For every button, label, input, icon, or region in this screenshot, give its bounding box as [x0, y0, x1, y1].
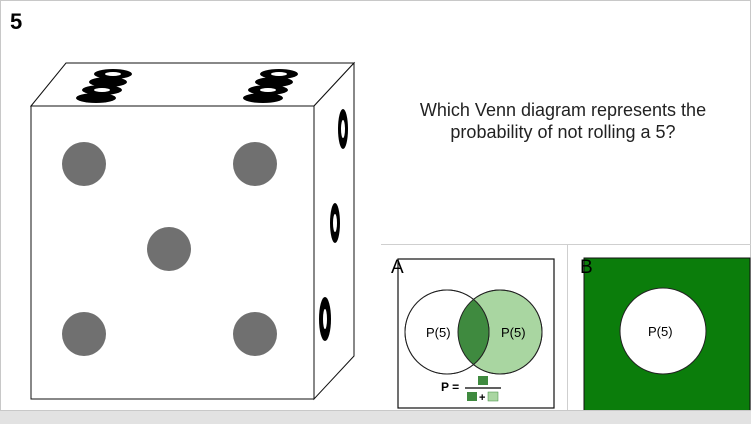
slide-number: 5 [10, 9, 23, 34]
venn-a-right-label: P(5) [501, 325, 526, 340]
bottom-bar [0, 410, 751, 424]
die-illustration [29, 61, 356, 401]
option-b-letter: B [580, 257, 593, 278]
question-text: Which Venn diagram represents the probab… [419, 100, 707, 142]
pip [233, 312, 277, 356]
venn-diagram-b: P(5) [583, 257, 751, 413]
side-face-pips [319, 109, 348, 341]
answer-options: P(5) P(5) P = + A P(5) B [381, 244, 751, 413]
venn-diagram-a: P(5) P(5) P = + [397, 258, 555, 409]
venn-a-formula-prefix: P = [441, 380, 459, 394]
pip [233, 142, 277, 186]
formula-denominator-light-swatch [487, 391, 499, 402]
top-face-pips [76, 69, 298, 103]
formula-denominator-dark-swatch [467, 392, 477, 401]
pip [62, 312, 106, 356]
pip [62, 142, 106, 186]
pip [147, 227, 191, 271]
formula-plus: + [479, 392, 485, 404]
venn-a-left-label: P(5) [426, 325, 451, 340]
option-a-letter: A [391, 257, 404, 278]
formula-numerator-swatch [478, 376, 488, 385]
option-a[interactable]: P(5) P(5) P = + A [381, 245, 568, 413]
venn-b-label: P(5) [648, 324, 673, 339]
option-b[interactable]: P(5) B [568, 245, 751, 413]
front-face-pips [62, 142, 277, 356]
